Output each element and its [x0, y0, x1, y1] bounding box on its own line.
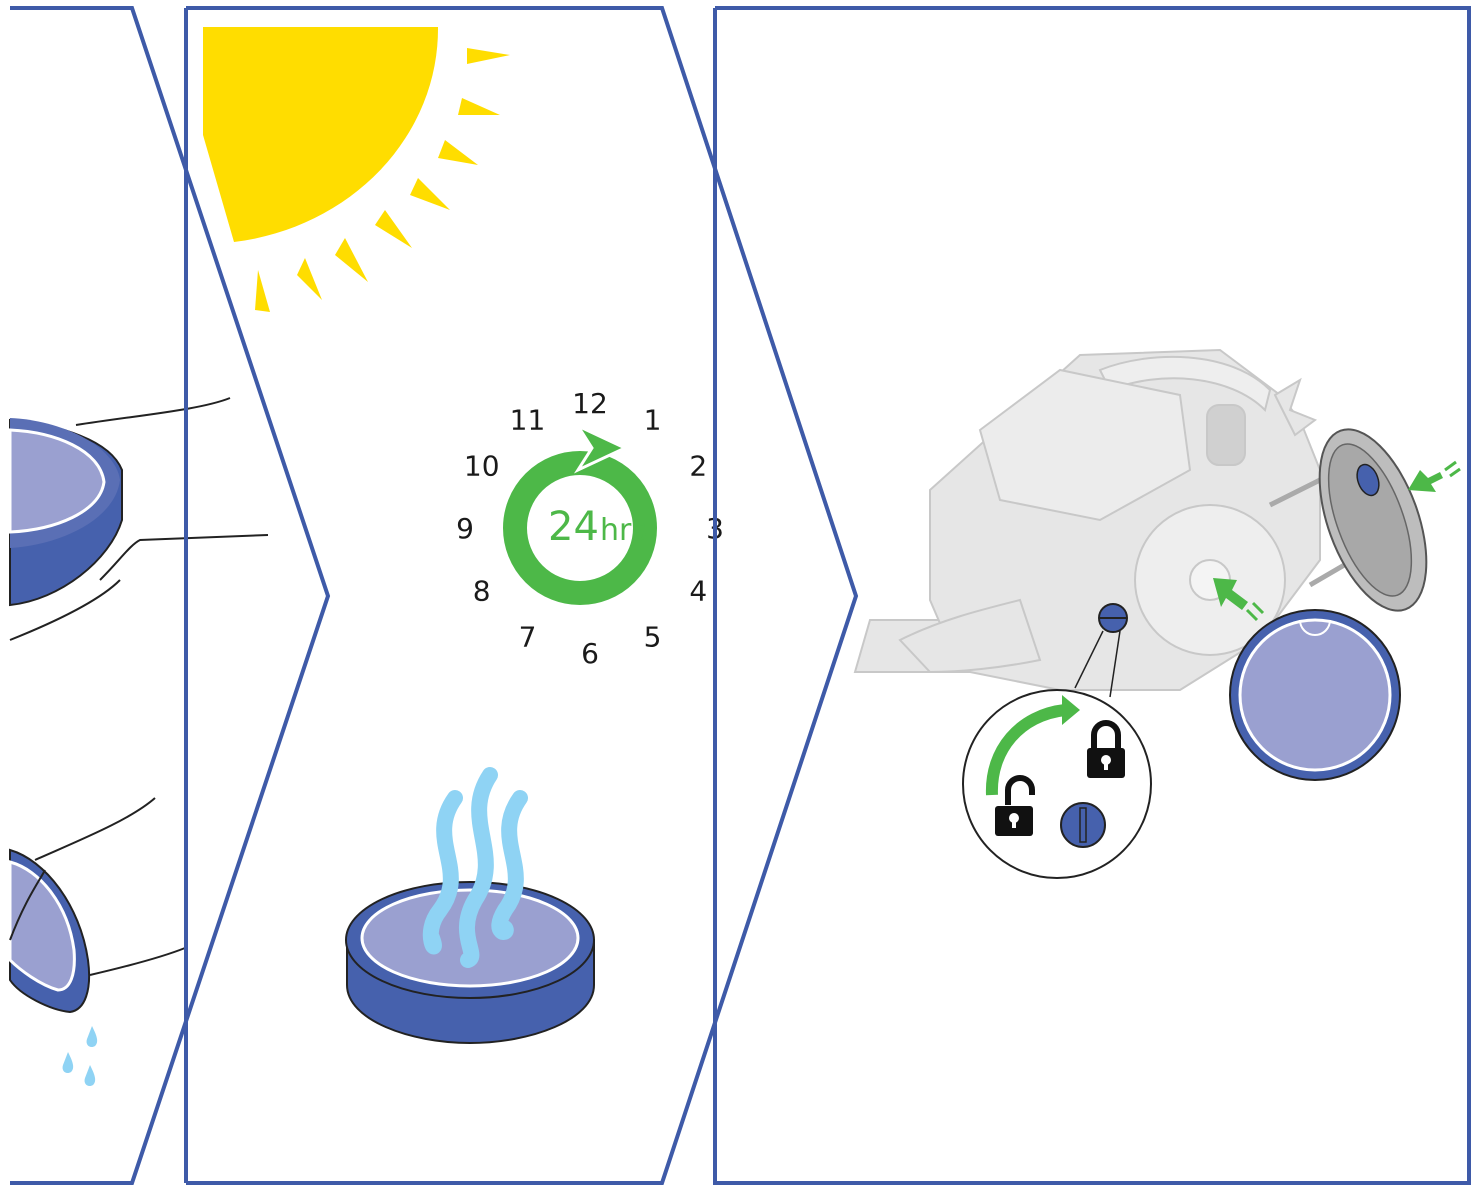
clock-number-12: 12	[572, 387, 608, 420]
clock-number-6: 6	[581, 637, 599, 670]
filter-top-illustration	[10, 398, 268, 640]
clock-number-9: 9	[456, 512, 474, 545]
water-drops	[63, 1026, 98, 1086]
duration-unit: hrs	[600, 513, 647, 548]
front-filter-illustration	[1230, 610, 1400, 780]
clock-number-5: 5	[644, 620, 662, 653]
clock-number-4: 4	[689, 575, 707, 608]
clock-number-2: 2	[689, 450, 707, 483]
clock-number-11: 11	[510, 404, 546, 437]
clock-number-7: 7	[519, 620, 537, 653]
duration-value: 24	[548, 504, 599, 550]
clock-number-10: 10	[464, 450, 500, 483]
filter-drain-illustration	[10, 798, 185, 1012]
clock-number-1: 1	[644, 404, 662, 437]
clock-number-8: 8	[473, 575, 491, 608]
